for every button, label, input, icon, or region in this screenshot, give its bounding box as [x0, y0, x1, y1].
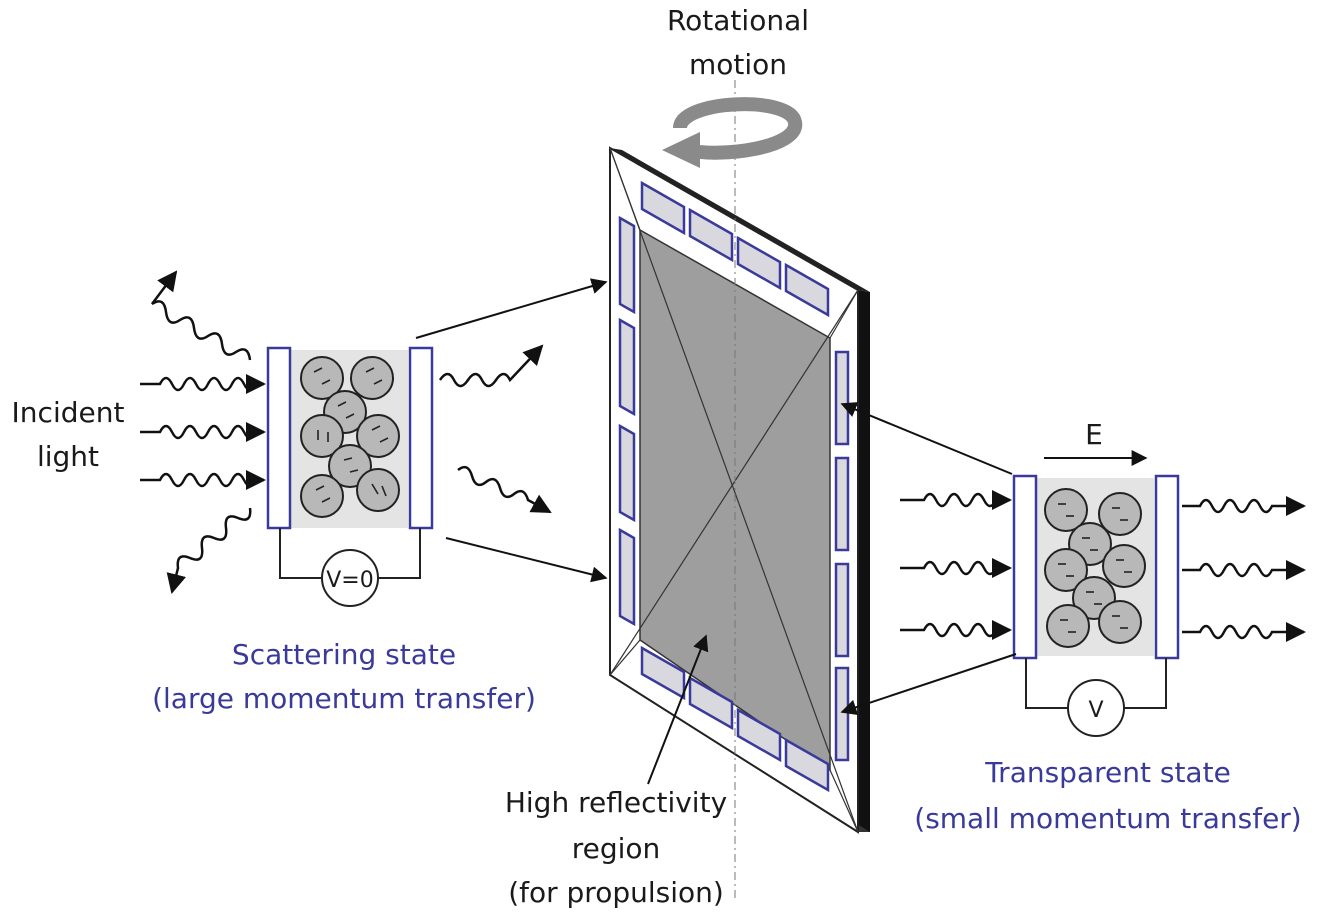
transparent-particles [1044, 488, 1146, 648]
svg-text:region: region [572, 832, 661, 865]
svg-text:light: light [37, 440, 99, 473]
scattering-cell: V=0 [266, 346, 434, 607]
transparent-state-label: Transparent state (small momentum transf… [914, 756, 1301, 835]
left-electrode-a [266, 346, 292, 530]
left-incident-waves [140, 374, 266, 490]
rotational-motion-label: Rotational motion [667, 4, 809, 81]
svg-text:Rotational: Rotational [667, 4, 809, 37]
panel-right-side [858, 290, 870, 832]
transparent-particle-dashes [1058, 503, 1132, 633]
svg-text:(for propulsion): (for propulsion) [508, 876, 724, 909]
svg-text:Scattering state: Scattering state [232, 638, 456, 671]
connector-right-bottom [840, 653, 1017, 716]
rotation-arrow-icon [662, 97, 802, 168]
svg-text:(large momentum transfer): (large momentum transfer) [152, 682, 536, 715]
svg-text:High reflectivity: High reflectivity [505, 786, 727, 819]
connector-left-bottom [445, 537, 608, 583]
transparent-waves [900, 490, 1306, 642]
svg-text:Incident: Incident [12, 396, 125, 429]
left-electrodes [618, 215, 636, 627]
transparent-cell: V E [1012, 418, 1180, 737]
scattering-particles [300, 356, 400, 518]
voltage-on-meter [1067, 679, 1125, 737]
reflectivity-pointer [647, 634, 709, 785]
sail-panel [609, 146, 870, 834]
left-electrode-b [408, 346, 434, 530]
voltage-on-label: V [1088, 698, 1103, 723]
connector-right-top [840, 402, 1013, 475]
incident-light-label: Incident light [12, 396, 125, 473]
scattering-state-label: Scattering state (large momentum transfe… [152, 638, 536, 715]
voltage-off-meter [321, 549, 379, 607]
panel-edge [610, 148, 870, 292]
connector-left-top [415, 278, 608, 339]
right-electrode-b [1154, 474, 1180, 660]
right-electrode-a [1012, 474, 1038, 660]
particle-dashes [313, 367, 389, 503]
voltage-off-label: V=0 [326, 568, 373, 593]
scattered-waves [151, 270, 552, 594]
field-label: E [1085, 418, 1103, 451]
svg-text:motion: motion [689, 48, 787, 81]
top-electrodes [640, 180, 830, 318]
reflectivity-label: High reflectivity region (for propulsion… [505, 786, 727, 909]
svg-text:Transparent state: Transparent state [984, 756, 1231, 789]
bottom-electrodes [640, 645, 830, 793]
right-electrodes [834, 350, 850, 762]
svg-text:(small momentum transfer): (small momentum transfer) [914, 802, 1301, 835]
